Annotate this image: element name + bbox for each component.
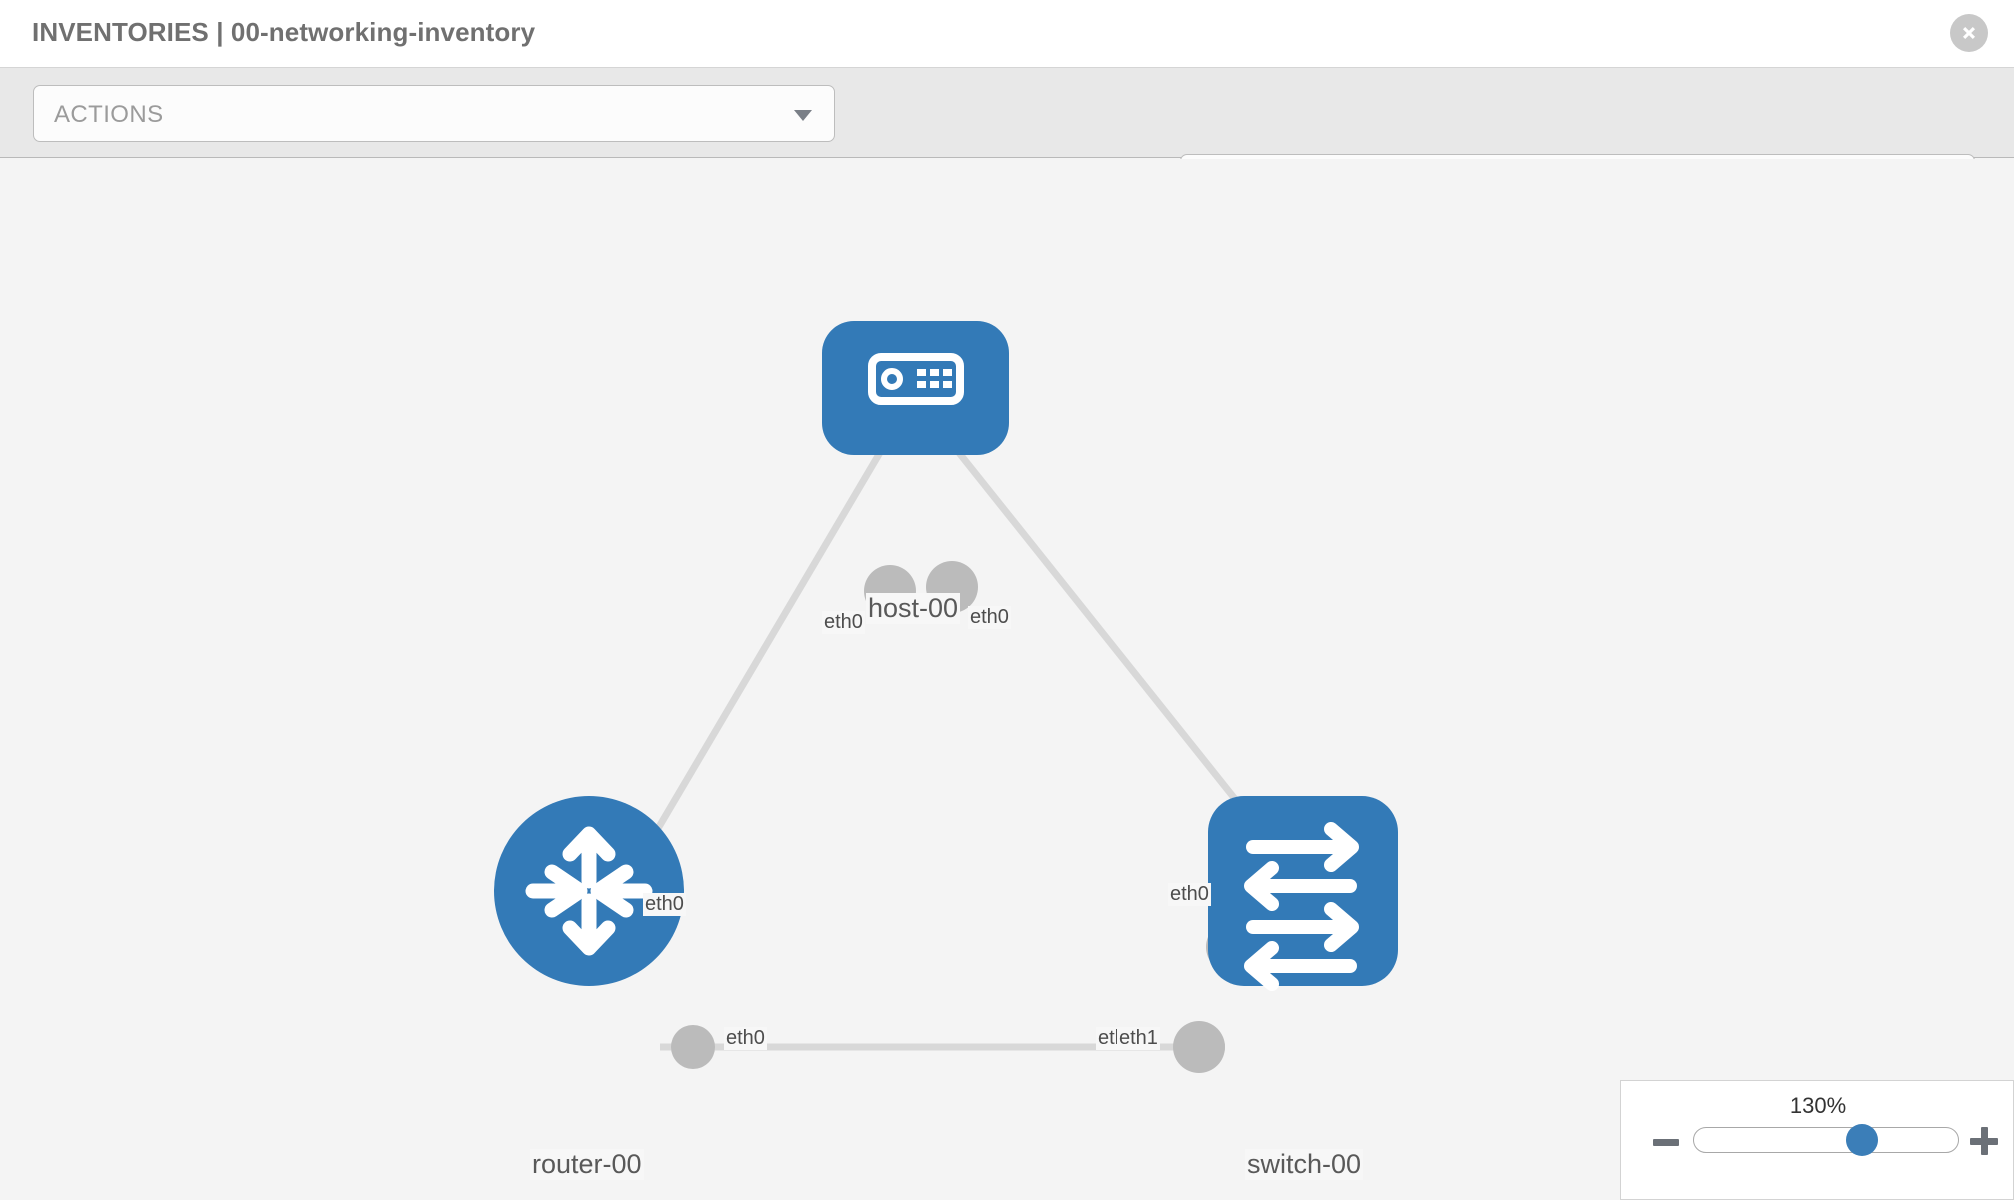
node-router-00[interactable] (494, 796, 684, 986)
zoom-in-button[interactable] (1970, 1127, 1998, 1155)
actions-dropdown-label: ACTIONS (54, 101, 164, 128)
page-header: INVENTORIES | 00-networking-inventory (0, 0, 2014, 68)
zoom-out-button[interactable] (1653, 1139, 1679, 1146)
topology-canvas[interactable]: host-00 router-00 switch-00 eth0 eth0 et… (0, 159, 2014, 1200)
zoom-control: 130% (1620, 1080, 2014, 1200)
node-label-host-00: host-00 (866, 593, 961, 624)
node-switch-00[interactable] (1208, 796, 1398, 991)
interface-label: eth1 (1117, 1027, 1160, 1050)
actions-dropdown[interactable]: ACTIONS (33, 85, 835, 142)
interface-label: eth0 (1168, 883, 1211, 906)
interface-label: eth0 (822, 611, 865, 634)
close-glyph (1963, 27, 1975, 39)
interface-label: eth0 (643, 893, 686, 916)
link-layer (636, 436, 1238, 1051)
page-title: INVENTORIES | 00-networking-inventory (32, 17, 536, 47)
close-icon[interactable] (1950, 14, 1988, 52)
interface-label: eth0 (724, 1027, 767, 1050)
zoom-slider-thumb[interactable] (1846, 1124, 1878, 1156)
connector-switch00-west (1173, 1021, 1225, 1073)
connector-layer (671, 561, 1258, 1073)
zoom-slider-track[interactable] (1693, 1127, 1959, 1153)
node-label-router-00: router-00 (530, 1149, 644, 1180)
chevron-down-icon (794, 110, 812, 121)
topology-graph (494, 321, 1398, 1073)
node-label-switch-00: switch-00 (1245, 1149, 1364, 1180)
zoom-percent-label: 130% (1789, 1093, 1847, 1118)
toolbar: ACTIONS SEARCH (0, 68, 2014, 210)
connector-router00-east (671, 1025, 715, 1069)
node-host-00[interactable] (822, 321, 1009, 455)
interface-label: eth0 (968, 606, 1011, 629)
link-host00-switch00[interactable] (945, 436, 1238, 802)
link-router00-host00[interactable] (636, 437, 892, 861)
